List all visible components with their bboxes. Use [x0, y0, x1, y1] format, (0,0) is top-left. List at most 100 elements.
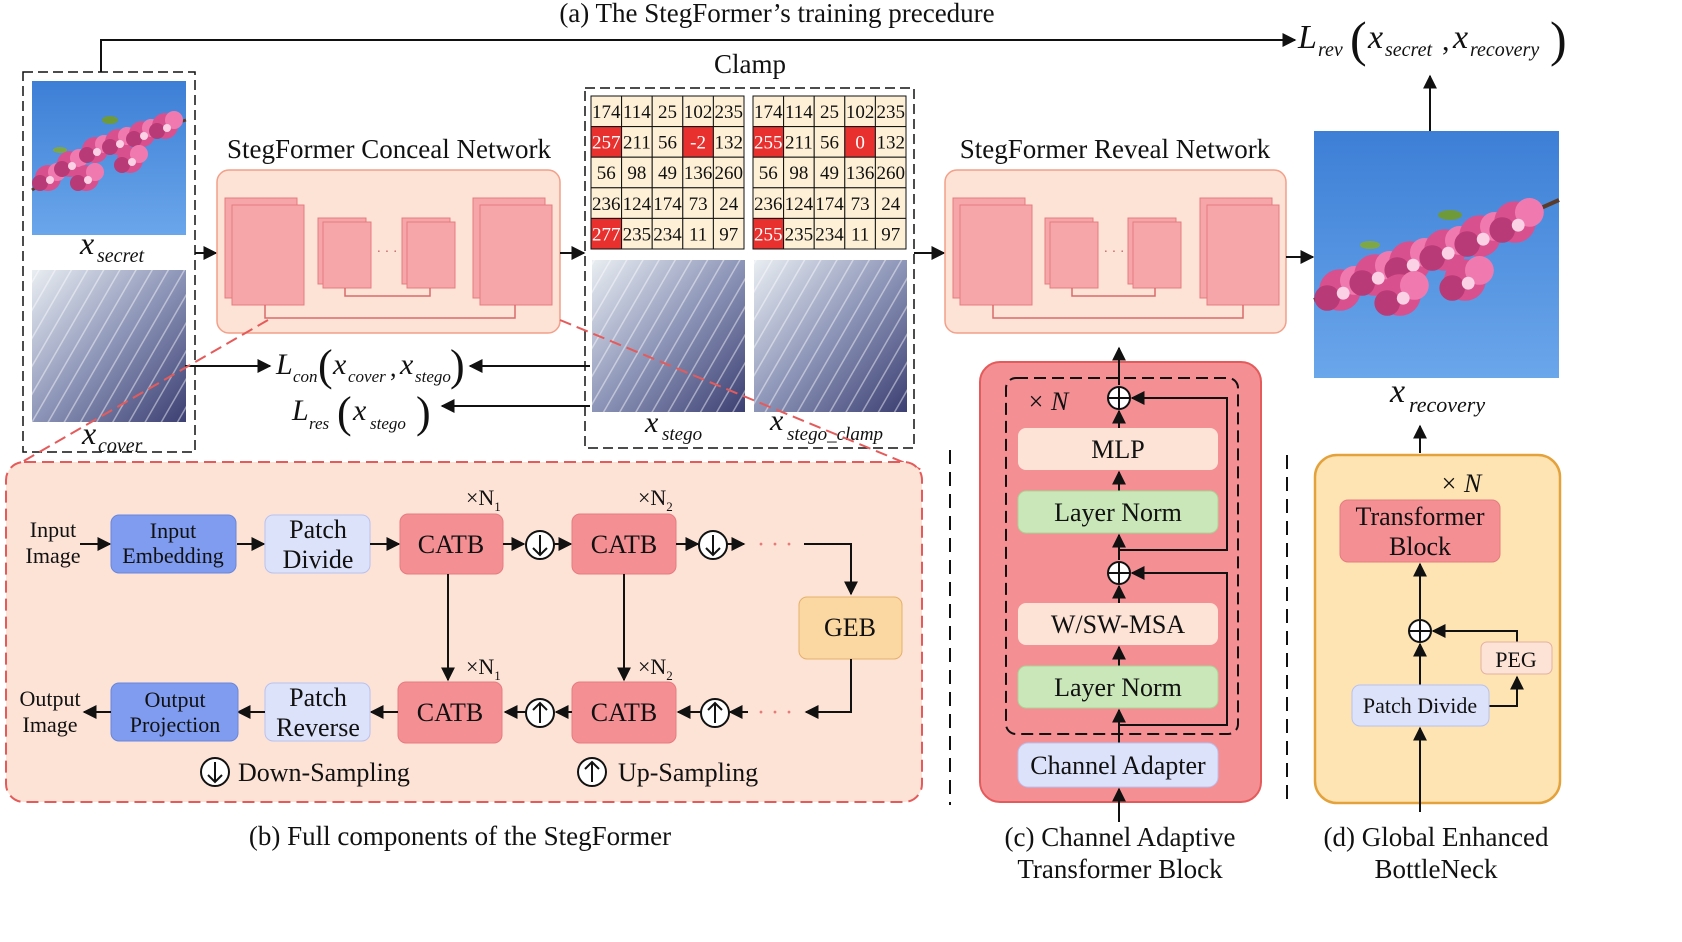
clamp-grid-left-value: 235: [623, 224, 652, 245]
clamp-grid-right-value: 56: [759, 163, 778, 184]
clamp-grid-left-value: -2: [690, 133, 706, 154]
clamp-grid-right-cell: [813, 217, 846, 250]
loss-res-lparen: (: [337, 388, 352, 437]
clamp-title: Clamp: [714, 49, 786, 79]
clamp-grid-left-cell: [682, 217, 714, 250]
down-sampling-icon-2: [698, 530, 728, 560]
clamp-grid-right-value: 255: [754, 133, 783, 154]
clamp-grid-right-value: 73: [851, 194, 870, 215]
clamp-grid-left-cell: [590, 187, 623, 219]
layer-norm-box-top: [1017, 490, 1219, 534]
clamp-grid-right-cell: [813, 156, 846, 189]
down-sampling-icon: [525, 530, 555, 560]
patch-reverse-label-2: Reverse: [276, 713, 360, 742]
clamp-grid-left-value: 174: [653, 194, 682, 215]
clamp-grid-left-value: 236: [592, 194, 621, 215]
secret-label-x: x: [79, 225, 94, 261]
loss-res-sub: res: [309, 414, 330, 433]
cover-image: [32, 270, 186, 422]
stego-image: [592, 260, 745, 412]
loss-rev-L: L: [1297, 19, 1317, 56]
loss-res-rparen: ): [416, 388, 431, 437]
layer-norm-label-bottom: Layer Norm: [1054, 673, 1182, 702]
clamp-grid-right-value: 136: [846, 163, 875, 184]
clamp-grid-left-value: 24: [719, 194, 739, 215]
clamp-grid-right-cell: [874, 187, 907, 219]
arrow-dots-to-geb: [804, 543, 858, 596]
loss-con-L: L: [275, 348, 293, 381]
clamp-grid-left-value: 73: [689, 194, 708, 215]
clamp-grid-left-cell: [590, 126, 623, 158]
clamp-grid-left-cell: [682, 126, 714, 158]
patch-reverse-label-1: Patch: [289, 683, 347, 712]
times-n2-top-sub: 2: [666, 499, 673, 514]
loss-con-x1: x: [332, 348, 347, 381]
geb-label: GEB: [824, 613, 876, 642]
times-n1-bottom-base: ×N: [466, 654, 494, 679]
loss-rev-x2-sub: recovery: [1470, 39, 1539, 61]
clamp-grid-left-value: 11: [689, 224, 707, 245]
arrow-geb-to-dots: [804, 659, 852, 719]
stego-clamp-image: [754, 260, 907, 412]
loss-res: L res ( x stego ): [291, 388, 431, 437]
clamp-grid-left-cell: [621, 126, 653, 158]
loss-res-x: x: [352, 394, 367, 427]
loss-rev-x1-sub: secret: [1385, 39, 1432, 61]
clamp-grid-right-cell: [783, 95, 815, 128]
stego-label-sub: stego: [662, 424, 702, 445]
times-n1-bottom: ×N1: [466, 654, 501, 683]
up-sampling-legend-icon: [577, 757, 607, 787]
patch-divide-label-2: Divide: [283, 545, 354, 574]
peg-box: [1480, 641, 1553, 675]
reveal-dots: · · ·: [1104, 245, 1125, 260]
clamp-grid-left-cell: [682, 95, 714, 128]
loss-rev-x2: x: [1452, 19, 1468, 56]
clamp-grid-left-value: 114: [623, 102, 651, 123]
loss-rev-comma: ,: [1442, 24, 1450, 57]
clamp-grid-right-value: 255: [754, 224, 783, 245]
clamp-grid-left-cell: [712, 95, 745, 128]
clamp-grid-right-value: 0: [855, 133, 865, 154]
times-n2-bottom-sub: 2: [666, 668, 673, 683]
arrow-secret-to-lrev: [100, 33, 1297, 72]
clamp-grid-left-value: 25: [658, 102, 677, 123]
input-images-frame: [22, 71, 196, 453]
clamp-grid-left-cell: [682, 187, 714, 219]
panel-b: [5, 461, 923, 803]
clamp-grid-left-value: 97: [719, 224, 738, 245]
conceal-network: · · ·: [216, 169, 561, 334]
clamp-grid-left-value: 235: [714, 102, 743, 123]
recovery-label-x: x: [1389, 373, 1405, 410]
conceal-dots: · · ·: [377, 245, 398, 260]
clamp-grid-right-cell: [874, 156, 907, 189]
stego-label: x stego: [644, 406, 702, 445]
patch-divide-d-box: [1351, 684, 1490, 727]
times-n1-top-base: ×N: [466, 485, 494, 510]
output-projection-label-1: Output: [144, 687, 205, 712]
layer-norm-label-top: Layer Norm: [1054, 498, 1182, 527]
clamp-grid-right-cell: [783, 217, 815, 250]
residual-c-top: [1119, 391, 1228, 551]
arrow-peg-to-add: [1431, 624, 1518, 643]
reveal-network-title: StegFormer Reveal Network: [960, 134, 1271, 164]
mlp-label: MLP: [1091, 435, 1144, 464]
up-sampling-icon-1: [525, 698, 555, 728]
up-sampling-icon-2: [700, 698, 730, 728]
caption-c-1: (c) Channel Adaptive: [1005, 822, 1236, 852]
clamp-grid-left-value: 174: [592, 102, 621, 123]
catb-down-2-label: CATB: [591, 530, 657, 559]
peg-label: PEG: [1495, 647, 1537, 672]
clamp-grid-right-value: 49: [820, 163, 839, 184]
clamp-grid-right-value: 102: [846, 102, 875, 123]
msa-label: W/SW-MSA: [1051, 610, 1186, 639]
clamp-grid-right-value: 97: [881, 224, 900, 245]
clamp-grid-right-cell: [813, 95, 846, 128]
caption-b: (b) Full components of the StegFormer: [249, 821, 671, 851]
transformer-block-label-1: Transformer: [1355, 502, 1484, 531]
arrow-divide-to-peg: [1489, 675, 1524, 707]
clamp-grid-right-cell: [874, 95, 907, 128]
clamp-grid-right-value: 211: [785, 133, 813, 154]
patch-divide-d-label: Patch Divide: [1363, 693, 1477, 718]
